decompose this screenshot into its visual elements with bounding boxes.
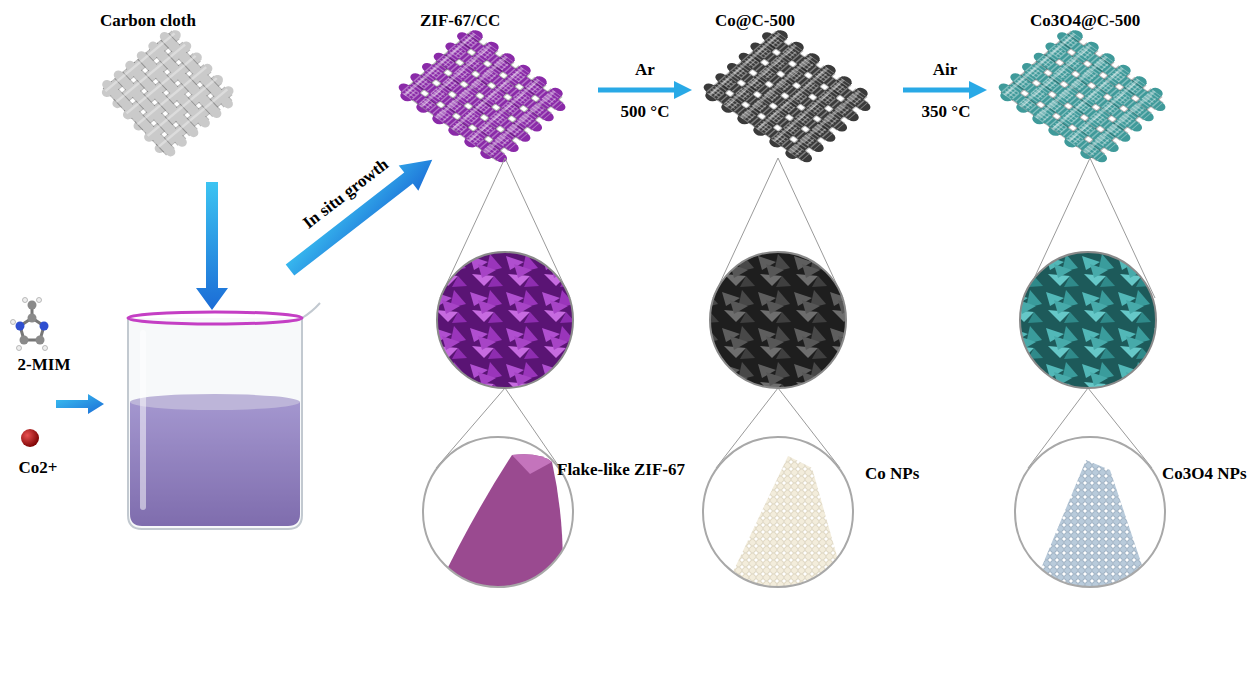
arrow-head bbox=[674, 81, 692, 99]
node-text: Co3O4@C-500 bbox=[1030, 11, 1195, 31]
co3o4-flakes-zoom bbox=[1020, 252, 1156, 388]
condition-label: Air bbox=[933, 60, 958, 80]
zif-texture bbox=[400, 31, 566, 162]
co3o4-nanoparticle-zoom bbox=[1015, 437, 1165, 595]
condition-label: Ar bbox=[635, 60, 655, 80]
arrow-shaft bbox=[598, 88, 676, 93]
material-heading: Co3O4@C-500 bbox=[990, 5, 1195, 175]
beaker bbox=[128, 303, 320, 529]
process-arrow bbox=[598, 81, 692, 99]
zoom-lines bbox=[436, 158, 1155, 468]
carbon-cloth bbox=[101, 29, 236, 156]
2-mim-molecule bbox=[11, 298, 49, 351]
zoom-callout: Flake-like ZIF-67 bbox=[422, 436, 685, 588]
zif-cloth bbox=[399, 29, 568, 162]
condition-label: 350 °C bbox=[922, 102, 971, 122]
co3o4-cloth bbox=[999, 29, 1168, 162]
growth-arrow bbox=[280, 147, 442, 283]
node-text: ZIF-67/CC bbox=[420, 11, 595, 31]
co-c-cloth bbox=[704, 29, 873, 162]
material-heading: Carbon cloth bbox=[90, 5, 250, 175]
arrow-head bbox=[969, 81, 987, 99]
node-text: Flake-like ZIF-67 bbox=[557, 460, 685, 480]
co3o4-texture bbox=[1000, 31, 1166, 162]
co-c-flakes-zoom bbox=[710, 252, 846, 388]
condition-label: 500 °C bbox=[621, 102, 670, 122]
material-heading: ZIF-67/CC bbox=[390, 5, 595, 175]
feed-arrow bbox=[56, 394, 104, 414]
node-text: Co3O4 NPs bbox=[1162, 464, 1247, 484]
node-text: Co@C-500 bbox=[715, 11, 900, 31]
zoom-callout: Co3O4 NPs bbox=[1014, 436, 1247, 588]
zif-flakes-zoom bbox=[437, 252, 573, 388]
node-text: Carbon cloth bbox=[100, 11, 250, 31]
co-nanoparticle-zoom bbox=[703, 437, 853, 595]
co-c-texture bbox=[705, 31, 871, 162]
material-heading: Co@C-500 bbox=[695, 5, 900, 175]
node-text: Co NPs bbox=[865, 464, 919, 484]
cobalt-ion bbox=[21, 429, 39, 447]
flake-zoom bbox=[423, 437, 573, 595]
zoom-callout: Co NPs bbox=[702, 436, 919, 588]
arrow-shaft bbox=[903, 88, 971, 93]
reagent-label: Co2+ bbox=[19, 458, 58, 478]
process-arrow bbox=[903, 81, 987, 99]
reagent-label: 2-MIM bbox=[18, 355, 71, 375]
process-arrow bbox=[196, 182, 228, 310]
